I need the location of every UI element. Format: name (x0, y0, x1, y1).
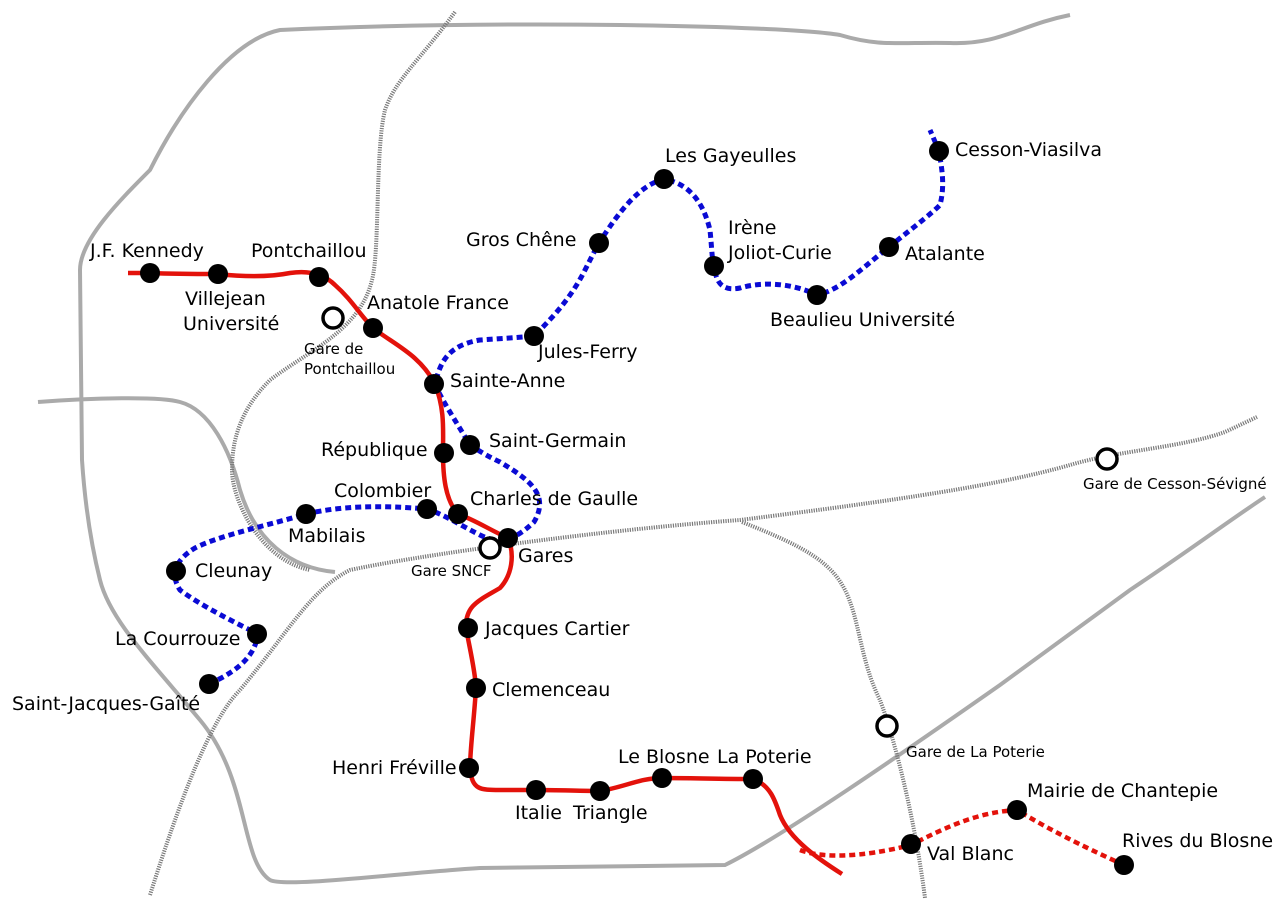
station-marker (363, 318, 383, 338)
label-italie: Italie (515, 802, 562, 824)
label-atalante: Atalante (905, 243, 985, 265)
station-labels: J.F. Kennedy Villejean Université Pontch… (12, 139, 1273, 865)
label-rives-du-blosne: Rives du Blosne (1122, 830, 1273, 852)
label-le-blosne: Le Blosne (618, 746, 710, 768)
line-a-extension (799, 807, 1125, 868)
station-marker (199, 674, 219, 694)
label-saint-germain: Saint-Germain (489, 430, 626, 452)
railway-southeast (741, 520, 927, 899)
station-marker (166, 561, 186, 581)
label-joliot-curie: Joliot-Curie (727, 242, 832, 264)
train-station-marker (875, 714, 899, 738)
label-henri-freville: Henri Fréville (332, 757, 457, 779)
label-triangle: Triangle (572, 802, 648, 824)
metro-stations (140, 141, 1134, 875)
label-colombier: Colombier (334, 480, 431, 502)
label-clemenceau: Clemenceau (492, 679, 610, 701)
label-gare-cesson-sevigne: Gare de Cesson-Sévigné (1083, 475, 1267, 493)
ring-road (77, 13, 1267, 885)
station-marker (309, 267, 329, 287)
label-gare-la-poterie: Gare de La Poterie (906, 743, 1045, 761)
label-anatole-france: Anatole France (367, 292, 509, 314)
station-marker (589, 233, 609, 253)
label-gros-chene: Gros Chêne (466, 229, 576, 251)
train-stations (321, 306, 1119, 738)
station-marker (417, 499, 437, 519)
station-marker (1007, 800, 1027, 820)
station-marker (296, 504, 316, 524)
station-marker (498, 528, 518, 548)
label-mairie-de-chantepie: Mairie de Chantepie (1027, 780, 1218, 802)
label-gare-sncf: Gare SNCF (411, 562, 492, 580)
station-marker (448, 504, 468, 524)
label-jf-kennedy: J.F. Kennedy (89, 240, 204, 262)
station-marker (743, 769, 763, 789)
label-gares: Gares (518, 545, 573, 567)
station-marker (654, 169, 674, 189)
label-val-blanc: Val Blanc (927, 843, 1014, 865)
station-marker (247, 624, 267, 644)
label-la-courrouze: La Courrouze (115, 628, 240, 650)
train-station-marker (1095, 447, 1119, 471)
train-station-marker (478, 536, 502, 560)
roads (37, 13, 1267, 885)
station-marker (424, 374, 444, 394)
railway-north (229, 10, 457, 572)
label-les-gayeulles: Les Gayeulles (665, 145, 796, 167)
station-marker (466, 678, 486, 698)
label-republique: République (321, 439, 428, 461)
station-marker (458, 618, 478, 638)
label-la-poterie: La Poterie (717, 746, 812, 768)
label-jules-ferry: Jules-Ferry (537, 341, 637, 363)
station-marker (929, 141, 949, 161)
station-marker (524, 326, 544, 346)
label-cesson-viasilva: Cesson-Viasilva (955, 139, 1102, 161)
label-saint-jacques-gaite: Saint-Jacques-Gaîté (12, 693, 200, 715)
station-marker (459, 758, 479, 778)
label-pontchaillou: Pontchaillou (251, 240, 367, 262)
label-cleunay: Cleunay (195, 560, 272, 582)
train-station-labels: Gare de Pontchaillou Gare SNCF Gare de C… (304, 340, 1267, 761)
station-marker (1114, 855, 1134, 875)
station-marker (590, 781, 610, 801)
label-beaulieu-universite: Beaulieu Université (770, 309, 955, 331)
label-charles-de-gaulle: Charles de Gaulle (470, 488, 638, 510)
station-marker (460, 435, 480, 455)
label-villejean: Villejean (185, 288, 266, 310)
label-gare-pontchaillou: Pontchaillou (304, 360, 395, 378)
station-marker (208, 264, 228, 284)
train-station-marker (321, 306, 345, 330)
station-marker (704, 256, 724, 276)
railways (148, 10, 1258, 899)
station-marker (140, 263, 160, 283)
line-b (172, 129, 946, 687)
label-villejean-universite: Université (183, 313, 279, 335)
road-west (37, 396, 336, 574)
station-marker (879, 237, 899, 257)
station-marker (652, 768, 672, 788)
label-sainte-anne: Sainte-Anne (450, 370, 565, 392)
station-marker (434, 443, 454, 463)
label-jacques-cartier: Jacques Cartier (484, 618, 630, 640)
station-marker (901, 834, 921, 854)
label-irene: Irène (728, 217, 776, 239)
station-marker (807, 285, 827, 305)
label-gare-de: Gare de (304, 340, 363, 358)
station-marker (526, 780, 546, 800)
label-mabilais: Mabilais (288, 525, 365, 547)
